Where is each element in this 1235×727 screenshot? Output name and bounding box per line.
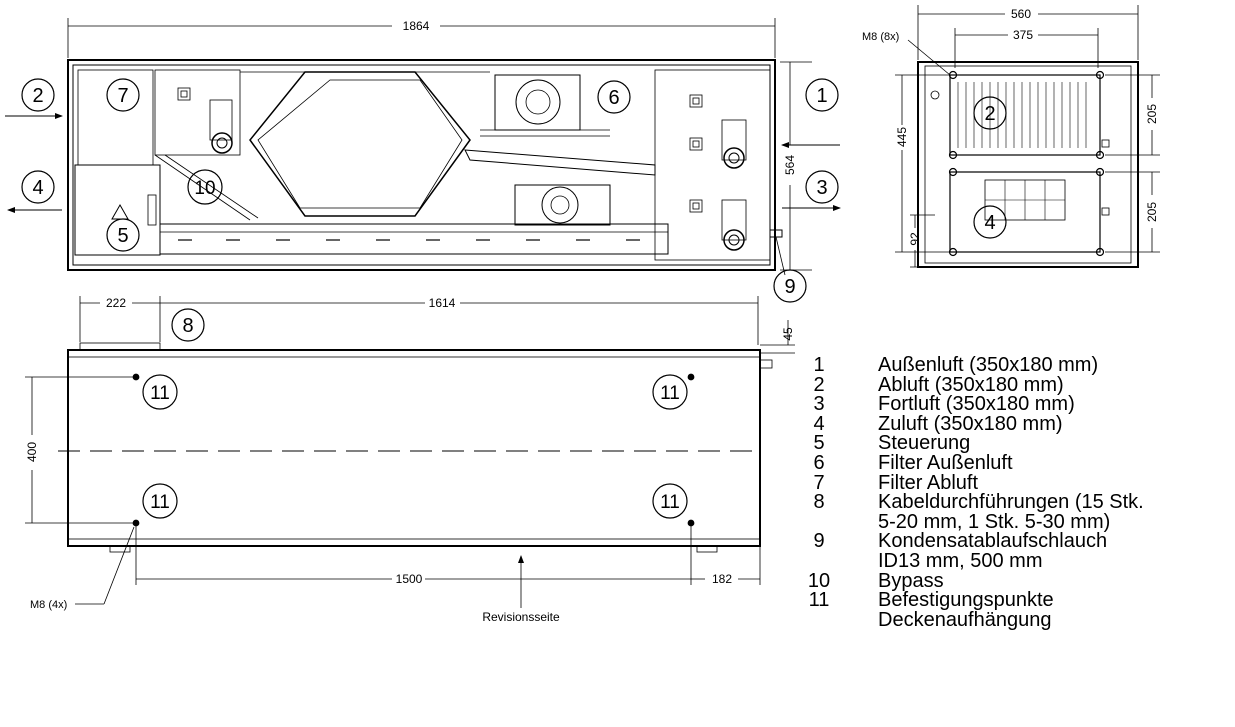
callout-7-front: 7 (117, 85, 128, 107)
callout-11-bottom-right: 11 (660, 492, 680, 513)
side-view (895, 5, 1160, 268)
legend-item: 11 Befestigungspunkte Deckenaufhängung (795, 589, 1235, 631)
legend-item: 9 Kondensatablaufschlauch ID13 mm, 500 mm (795, 530, 1235, 572)
side-lower-dim: 205 (1145, 202, 1159, 222)
legend-text: Steuerung (878, 432, 971, 455)
front-height-dim: 564 (783, 155, 797, 175)
legend-item: 1 Außenluft (350x180 mm) (795, 354, 1235, 376)
callout-11-bottom-left: 11 (150, 492, 170, 513)
legend-text: Kabeldurchführungen (15 Stk. 5-20 mm, 1 … (878, 491, 1144, 533)
side-upper-dim: 205 (1145, 104, 1159, 124)
callout-4-side: 4 (984, 212, 995, 234)
legend-text: Zuluft (350x180 mm) (878, 412, 1063, 435)
legend: 1 Außenluft (350x180 mm) 2 Abluft (350x180… (795, 354, 1235, 631)
legend-text: Abluft (350x180 mm) (878, 373, 1064, 396)
legend-num: 9 (813, 530, 825, 553)
legend-text: Außenluft (350x180 mm) (878, 354, 1099, 376)
top-view (25, 296, 795, 608)
legend-item: 6 Filter Außenluft (795, 451, 1235, 474)
callout-10-front: 10 (194, 178, 215, 199)
legend-item: 4 Zuluft (350x180 mm) (795, 412, 1235, 435)
legend-num: 4 (813, 412, 825, 435)
legend-num: 6 (813, 451, 825, 474)
legend-num: 8 (813, 491, 825, 514)
legend-num: 5 (813, 432, 825, 455)
legend-item: 2 Abluft (350x180 mm) (795, 373, 1235, 396)
legend-text: Filter Außenluft (878, 451, 1013, 474)
front-width-dim: 1864 (403, 19, 430, 33)
callout-1-front: 1 (816, 85, 827, 107)
legend-item: 3 Fortluft (350x180 mm) (795, 393, 1235, 416)
side-height-dim: 445 (895, 127, 909, 147)
side-bottom-dim: 92 (908, 232, 922, 246)
callout-5-front: 5 (117, 225, 128, 247)
front-view-labels: 1864 564 2 7 4 5 6 1 3 10 9 (32, 19, 827, 298)
callout-2-side: 2 (984, 103, 995, 125)
top-view-labels: 222 1614 45 400 1500 182 M8 (4x) Revisio… (25, 296, 795, 624)
side-view-labels: 560 375 M8 (8x) 445 205 205 92 2 4 (862, 7, 1159, 246)
top-depth-dim: 400 (25, 442, 39, 462)
callout-8-top: 8 (182, 315, 193, 337)
callout-2-front: 2 (32, 85, 43, 107)
callout-11-top-right: 11 (660, 383, 680, 404)
legend-item: 10 Bypass (795, 569, 1235, 592)
legend-item: 8 Kabeldurchführungen (15 Stk. 5-20 mm, 1… (795, 491, 1235, 533)
legend-text: Bypass (878, 569, 944, 592)
top-bolt-label: M8 (4x) (30, 599, 67, 611)
legend-num: 10 (807, 569, 831, 592)
legend-num: 1 (813, 354, 825, 376)
top-hole-spacing-dim: 1500 (396, 572, 423, 586)
top-edge-dim: 182 (712, 572, 732, 586)
side-bolt-label: M8 (8x) (862, 31, 899, 43)
front-view (5, 18, 841, 303)
legend-text: Kondensatablaufschlauch ID13 mm, 500 mm (878, 530, 1108, 572)
legend-item: 7 Filter Abluft (795, 471, 1235, 494)
legend-num: 11 (808, 589, 830, 612)
legend-num: 7 (813, 471, 825, 494)
legend-text: Filter Abluft (878, 471, 979, 494)
callout-6-front: 6 (608, 87, 619, 109)
callout-11-top-left: 11 (150, 383, 170, 404)
legend-text: Befestigungspunkte Deckenaufhängung (878, 589, 1054, 631)
legend-text: Fortluft (350x180 mm) (878, 393, 1075, 416)
callout-9-front: 9 (784, 276, 795, 298)
side-width-dim: 560 (1011, 7, 1031, 21)
legend-item: 5 Steuerung (795, 434, 1235, 454)
top-length-dim: 1614 (429, 296, 456, 310)
legend-num: 3 (813, 393, 825, 416)
service-side-label: Revisionsseite (482, 610, 560, 624)
side-inner-width-dim: 375 (1013, 28, 1033, 42)
callout-3-front: 3 (816, 177, 827, 199)
top-offset-dim: 222 (106, 296, 126, 310)
top-top-dim: 45 (781, 327, 795, 341)
callout-4-front: 4 (32, 177, 43, 199)
legend-num: 2 (813, 373, 825, 396)
